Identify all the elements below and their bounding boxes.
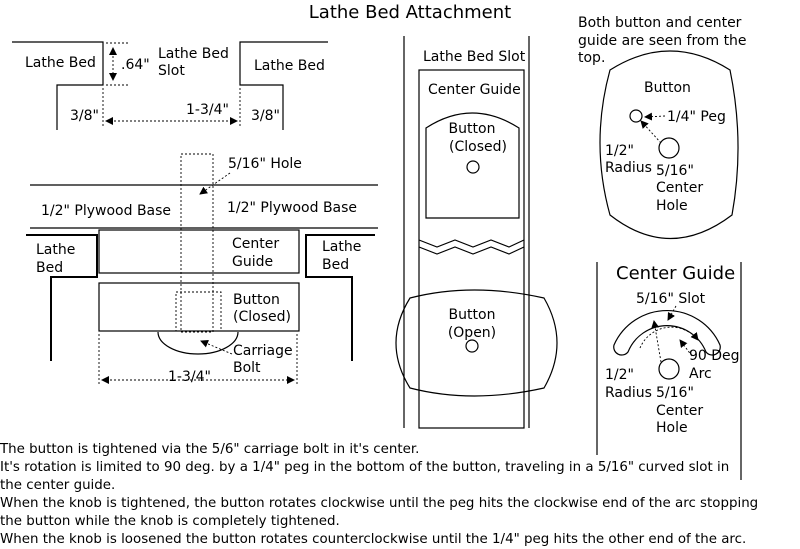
guide-radius-line: [651, 320, 662, 363]
closed-center-hole: [466, 160, 480, 174]
depth-dimension-label: .64": [121, 57, 150, 73]
guide-radius-line-1: 1/2": [605, 367, 634, 383]
button-hole-line-1: 5/16": [656, 163, 694, 179]
slot-button-open-line-1: Button: [449, 307, 496, 323]
button-view-title: Button: [644, 80, 691, 96]
break-line-top: [418, 239, 525, 248]
diagram-title: Lathe Bed Attachment: [309, 2, 511, 23]
button-label-line-2: (Closed): [233, 309, 291, 325]
rotation-arc: [639, 326, 699, 349]
lathe-bed-section: Lathe Bed Lathe Bed Lathe Bed Slot .64" …: [12, 41, 328, 130]
guide-hole-line-1: 5/16": [656, 385, 694, 401]
top-note-line-3: top.: [578, 50, 605, 66]
peg-label: 1/4" Peg: [667, 109, 726, 125]
slot-view: Lathe Bed Slot Center Guide Button (Clos…: [395, 36, 558, 429]
button-open-outline: [395, 289, 558, 397]
lathe-bed-left-outline: [12, 41, 104, 130]
guide-radius-line-2: Radius: [605, 385, 652, 401]
right-dim-label: 3/8": [251, 108, 280, 124]
bolt-hole-outline: [180, 153, 214, 333]
carriage-bolt-label-line-1: Carriage: [233, 343, 293, 359]
button-top-view: Button 1/4" Peg 1/2" Radius 5/16" Center…: [599, 50, 739, 240]
break-line-bottom: [418, 246, 525, 255]
top-note: Both button and center guide are seen fr…: [578, 15, 747, 66]
lathe-bed-right-label: Lathe Bed: [254, 58, 325, 74]
button-radius-line-2: Radius: [605, 160, 652, 176]
slot-width-label: 1-3/4": [186, 102, 229, 118]
plywood-base-left-label: 1/2" Plywood Base: [41, 203, 171, 219]
lathe-bed-right-profile: [305, 234, 375, 361]
slot-label-line-2: Slot: [158, 63, 185, 79]
guide-arc-line-2: Arc: [689, 366, 712, 382]
description-line-6: When the knob is loosened the button rot…: [0, 532, 747, 547]
guide-hole-line-3: Hole: [656, 420, 688, 436]
slot-button-closed-line-1: Button: [449, 121, 496, 137]
top-note-line-2: guide are seen from the: [578, 33, 747, 49]
hole-label: 5/16" Hole: [228, 156, 302, 172]
slot-center-guide-label: Center Guide: [428, 82, 521, 98]
lathe-bed-left-label: Lathe Bed: [25, 55, 96, 71]
guide-view-title: Center Guide: [616, 263, 735, 284]
button-center-hole: [658, 137, 680, 159]
center-guide-label-line-2: Guide: [232, 254, 273, 270]
slot-label-line-1: Lathe Bed: [158, 46, 229, 62]
peg-leader: [644, 112, 666, 121]
center-guide-block: [98, 229, 300, 274]
lathe-bed-left-profile: [26, 234, 98, 361]
center-guide-view: Center Guide 5/16" Slot 90 Deg Arc 1/2" …: [596, 262, 742, 480]
button-radius-line: [640, 120, 662, 144]
slot-button-open-line-2: (Open): [448, 325, 496, 341]
hole-leader: [199, 172, 231, 195]
arc-leader: [679, 339, 693, 357]
button-top-outline: [599, 50, 739, 240]
description-line-1: The button is tightened via the 5/6" car…: [0, 442, 420, 457]
slot-button-closed-line-2: (Closed): [449, 139, 507, 155]
guide-hole-line-2: Center: [656, 403, 703, 419]
description-line-5: the button while the knob is completely …: [0, 514, 340, 529]
description-line-2: It's rotation is limited to 90 deg. by a…: [0, 460, 730, 475]
top-note-line-1: Both button and center: [578, 15, 742, 31]
left-dim-label: 3/8": [70, 108, 99, 124]
assembly-section: 1/2" Plywood Base 1/2" Plywood Base 5/16…: [26, 153, 378, 386]
plywood-base-right-label: 1/2" Plywood Base: [227, 200, 357, 216]
carriage-bolt-head: [157, 331, 239, 355]
description-line-3: the center guide.: [0, 478, 116, 493]
curved-slot: [613, 309, 721, 356]
button-label-line-1: Button: [233, 292, 280, 308]
slot-outline: [418, 69, 525, 429]
assembly-lathe-bed-right-line-1: Lathe: [322, 239, 361, 255]
slot-view-title: Lathe Bed Slot: [423, 49, 526, 65]
button-hole-line-2: Center: [656, 180, 703, 196]
button-radius-line-1: 1/2": [605, 143, 634, 159]
assembly-lathe-bed-left-line-1: Lathe: [36, 242, 75, 258]
carriage-bolt-label-line-2: Bolt: [233, 360, 261, 376]
assembly-lathe-bed-left-line-2: Bed: [36, 260, 63, 276]
guide-arc-line-1: 90 Deg: [689, 348, 740, 364]
assembly-lathe-bed-right-line-2: Bed: [322, 257, 349, 273]
open-center-hole: [465, 339, 479, 353]
description-line-4: When the knob is tightened, the button r…: [0, 496, 759, 511]
button-closed-outline: [425, 112, 520, 219]
center-guide-label-line-1: Center: [232, 236, 279, 252]
guide-slot-label: 5/16" Slot: [636, 291, 706, 307]
carriage-bolt-leader: [200, 340, 233, 355]
button-hole-line-3: Hole: [656, 198, 688, 214]
assembly-width-label: 1-3/4": [168, 369, 211, 385]
bolt-head-recess: [175, 291, 222, 332]
guide-slot-leader: [667, 305, 677, 321]
peg-circle: [629, 109, 643, 123]
guide-center-hole: [658, 358, 680, 380]
description-block: The button is tightened via the 5/6" car…: [0, 441, 800, 549]
lathe-bed-right-outline: [239, 41, 328, 130]
